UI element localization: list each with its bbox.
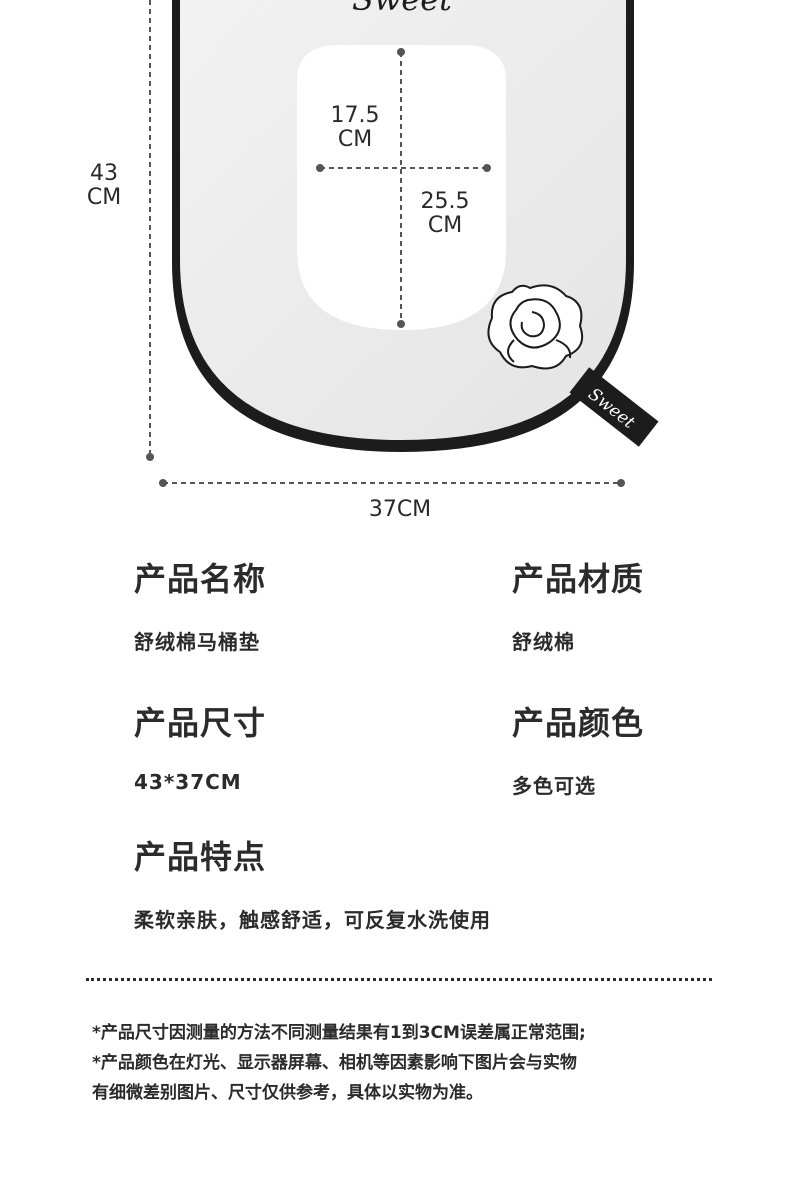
spec-material-title: 产品材质 bbox=[512, 560, 645, 598]
note-line: *产品尺寸因测量的方法不同测量结果有1到3CM误差属正常范围; bbox=[92, 1023, 586, 1043]
note-line: 有细微差别图片、尺寸仅供参考，具体以实物为准。 bbox=[92, 1083, 483, 1103]
hanging-tag bbox=[569, 367, 659, 447]
spec-name-value: 舒绒棉马桶垫 bbox=[134, 630, 260, 654]
spec-name-title: 产品名称 bbox=[134, 560, 267, 598]
spec-features-title: 产品特点 bbox=[134, 838, 267, 876]
spec-features-value: 柔软亲肤，触感舒适，可反复水洗使用 bbox=[134, 908, 491, 932]
inner-height-unit: CM bbox=[427, 213, 463, 238]
inner-width-unit: CM bbox=[337, 127, 373, 152]
height-label: 43 CM bbox=[72, 162, 136, 210]
product-figure: Sweet Sweet 17.5 CM 25.5 CM 43 CM 37CM bbox=[0, 0, 790, 530]
toilet-seat-illustration: Sweet Sweet bbox=[146, 0, 659, 487]
spec-size-title: 产品尺寸 bbox=[134, 704, 267, 742]
flower-embroidery-icon bbox=[487, 284, 584, 370]
disclaimer-notes: *产品尺寸因测量的方法不同测量结果有1到3CM误差属正常范围; *产品颜色在灯光… bbox=[92, 1018, 732, 1108]
spec-color: 产品颜色 多色可选 bbox=[512, 698, 644, 799]
spec-material: 产品材质 舒绒棉 bbox=[512, 554, 644, 655]
spec-size: 产品尺寸 43*37CM bbox=[134, 698, 266, 794]
note-line: *产品颜色在灯光、显示器屏幕、相机等因素影响下图片会与实物 bbox=[92, 1053, 577, 1073]
spec-material-value: 舒绒棉 bbox=[512, 630, 575, 654]
brand-script-text: Sweet bbox=[352, 0, 452, 18]
dotted-divider bbox=[86, 978, 712, 981]
inner-height-label: 25.5 CM bbox=[410, 190, 480, 238]
inner-height-number: 25.5 bbox=[420, 189, 470, 214]
spec-features: 产品特点 柔软亲肤，触感舒适，可反复水洗使用 bbox=[134, 832, 491, 933]
inner-width-number: 17.5 bbox=[330, 103, 380, 128]
spec-name: 产品名称 舒绒棉马桶垫 bbox=[134, 554, 266, 655]
inner-width-label: 17.5 CM bbox=[320, 104, 390, 152]
spec-color-title: 产品颜色 bbox=[512, 704, 645, 742]
width-label: 37CM bbox=[368, 497, 432, 522]
spec-color-value: 多色可选 bbox=[512, 774, 596, 798]
height-unit: CM bbox=[86, 185, 122, 210]
height-number: 43 bbox=[90, 161, 118, 186]
spec-size-value: 43*37CM bbox=[134, 770, 242, 794]
